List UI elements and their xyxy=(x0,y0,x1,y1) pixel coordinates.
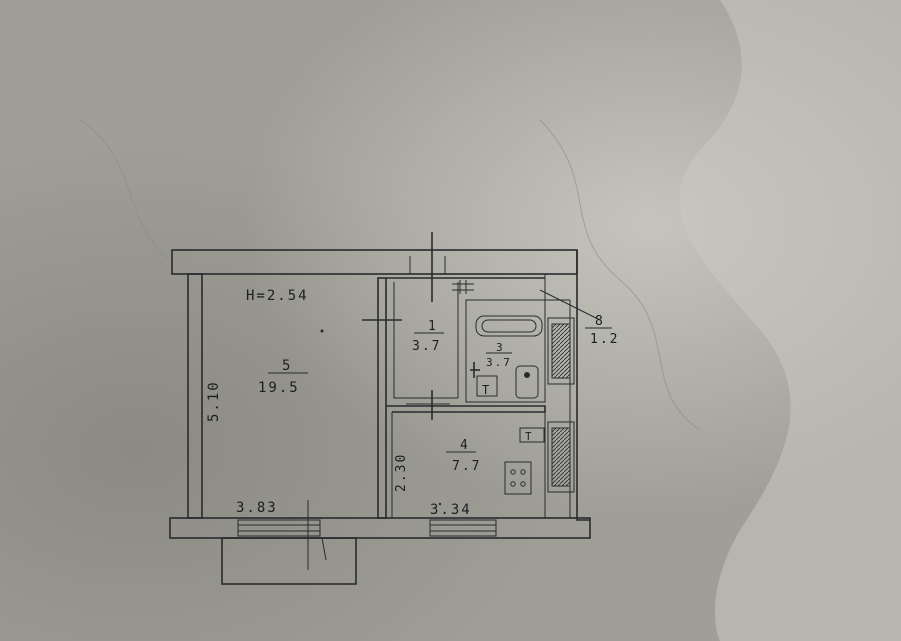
room5-width-dimension: 3.83 xyxy=(236,500,278,516)
room5-area: 19.5 xyxy=(258,380,300,396)
interior-walls xyxy=(362,232,612,519)
balcony xyxy=(221,537,357,585)
room4-area: 7.7 xyxy=(452,459,481,474)
room4-number: 4 xyxy=(460,438,470,453)
stove xyxy=(504,461,532,495)
ceiling-height-label: H=2.54 xyxy=(246,288,309,304)
room8-area: 1.2 xyxy=(590,332,619,347)
sink xyxy=(515,365,539,399)
room1-number: 1 xyxy=(428,319,438,334)
ventilation-shaft-lower xyxy=(547,421,575,493)
room4-height-dimension: 2.30 xyxy=(394,453,409,492)
svg-text:T: T xyxy=(482,383,491,397)
room3-number: 3 xyxy=(496,341,505,354)
ventilation-shaft-upper xyxy=(547,317,575,385)
room4-width-dimension: 3.34 xyxy=(430,502,472,518)
kitchen-sink: T xyxy=(519,427,545,443)
room5-height-dimension: 5.10 xyxy=(206,380,222,422)
room3-area: 3.7 xyxy=(486,356,512,369)
room1-area: 3.7 xyxy=(412,339,441,354)
svg-text:T: T xyxy=(525,430,534,443)
room8-number: 8 xyxy=(595,314,605,329)
toilet: T xyxy=(476,375,498,397)
room5-number: 5 xyxy=(282,358,292,374)
window-room5 xyxy=(237,519,321,537)
bathtub xyxy=(475,315,543,337)
window-room4 xyxy=(429,519,497,537)
